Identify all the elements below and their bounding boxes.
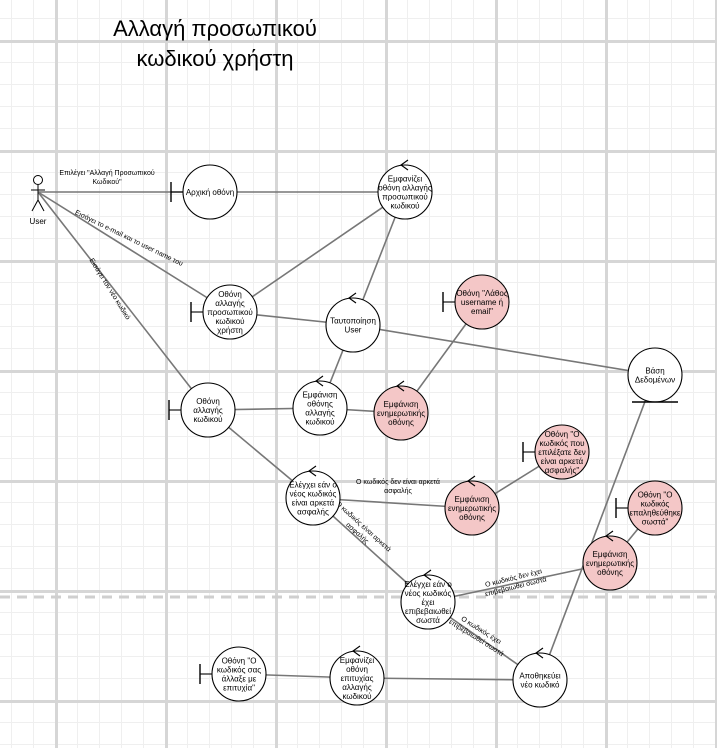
actor-left-leg: [31, 199, 39, 212]
control-circle: [400, 574, 456, 630]
connector-save_password-to-show_success: [356, 677, 541, 681]
control-arrow: [315, 375, 324, 387]
control-circle: [329, 650, 385, 706]
connector-user-to-change_pw_screen: [37, 191, 231, 313]
connector-label-text: Ο κωδικός δεν έχειεπιβεβαιωθεί σωστά: [482, 567, 547, 599]
connector-label: Ο κωδικός έχειεπιβεβαιωθεί σωστά: [447, 610, 510, 658]
control-arrow: [396, 380, 405, 392]
initial-screen-boundary: Αρχική οθόνη: [170, 164, 238, 220]
control-arrow: [352, 645, 361, 657]
actor-head: [33, 175, 43, 185]
connector-save_password-to-database: [539, 374, 656, 681]
connector-check_confirmation-to-notify_3: [427, 562, 611, 603]
control-circle: [582, 535, 638, 591]
control-circle: [377, 164, 433, 220]
control-circle: [373, 385, 429, 441]
control-arrow: [348, 292, 357, 304]
connector-label-text: Εισάγει τον νέο κωδικό: [88, 257, 132, 321]
control-arrow: [605, 530, 614, 542]
connector-label-text: Ο κωδικός έχειεπιβεβαιωθεί σωστά: [447, 610, 510, 658]
control-circle: [285, 470, 341, 526]
connector-label: Ο κωδικός δεν έχειεπιβεβαιωθεί σωστά: [482, 567, 547, 599]
control-circle: [512, 652, 568, 708]
actor-right-leg: [37, 199, 45, 212]
control-arrow: [423, 569, 432, 581]
control-arrow: [535, 647, 544, 659]
connector-authenticate_user-to-database: [352, 324, 656, 376]
connector-user-to-password_change_screen: [37, 191, 209, 411]
control-circle: [325, 297, 381, 353]
control-arrow: [467, 475, 476, 487]
initial-screen-label: Αρχική οθόνη: [186, 188, 234, 197]
control-circle: [292, 380, 348, 436]
actor-label: User: [30, 217, 47, 226]
control-circle: [444, 480, 500, 536]
user-actor: User: [30, 175, 47, 226]
diagram-title: Αλλαγή προσωπικού κωδικού χρήστη: [113, 16, 317, 71]
connector-show_change_pw_screen-to-change_pw_screen: [229, 191, 406, 313]
connector-label: Εισάγει τον νέο κωδικό: [88, 257, 132, 321]
control-arrow: [400, 159, 409, 171]
control-arrow: [308, 465, 317, 477]
